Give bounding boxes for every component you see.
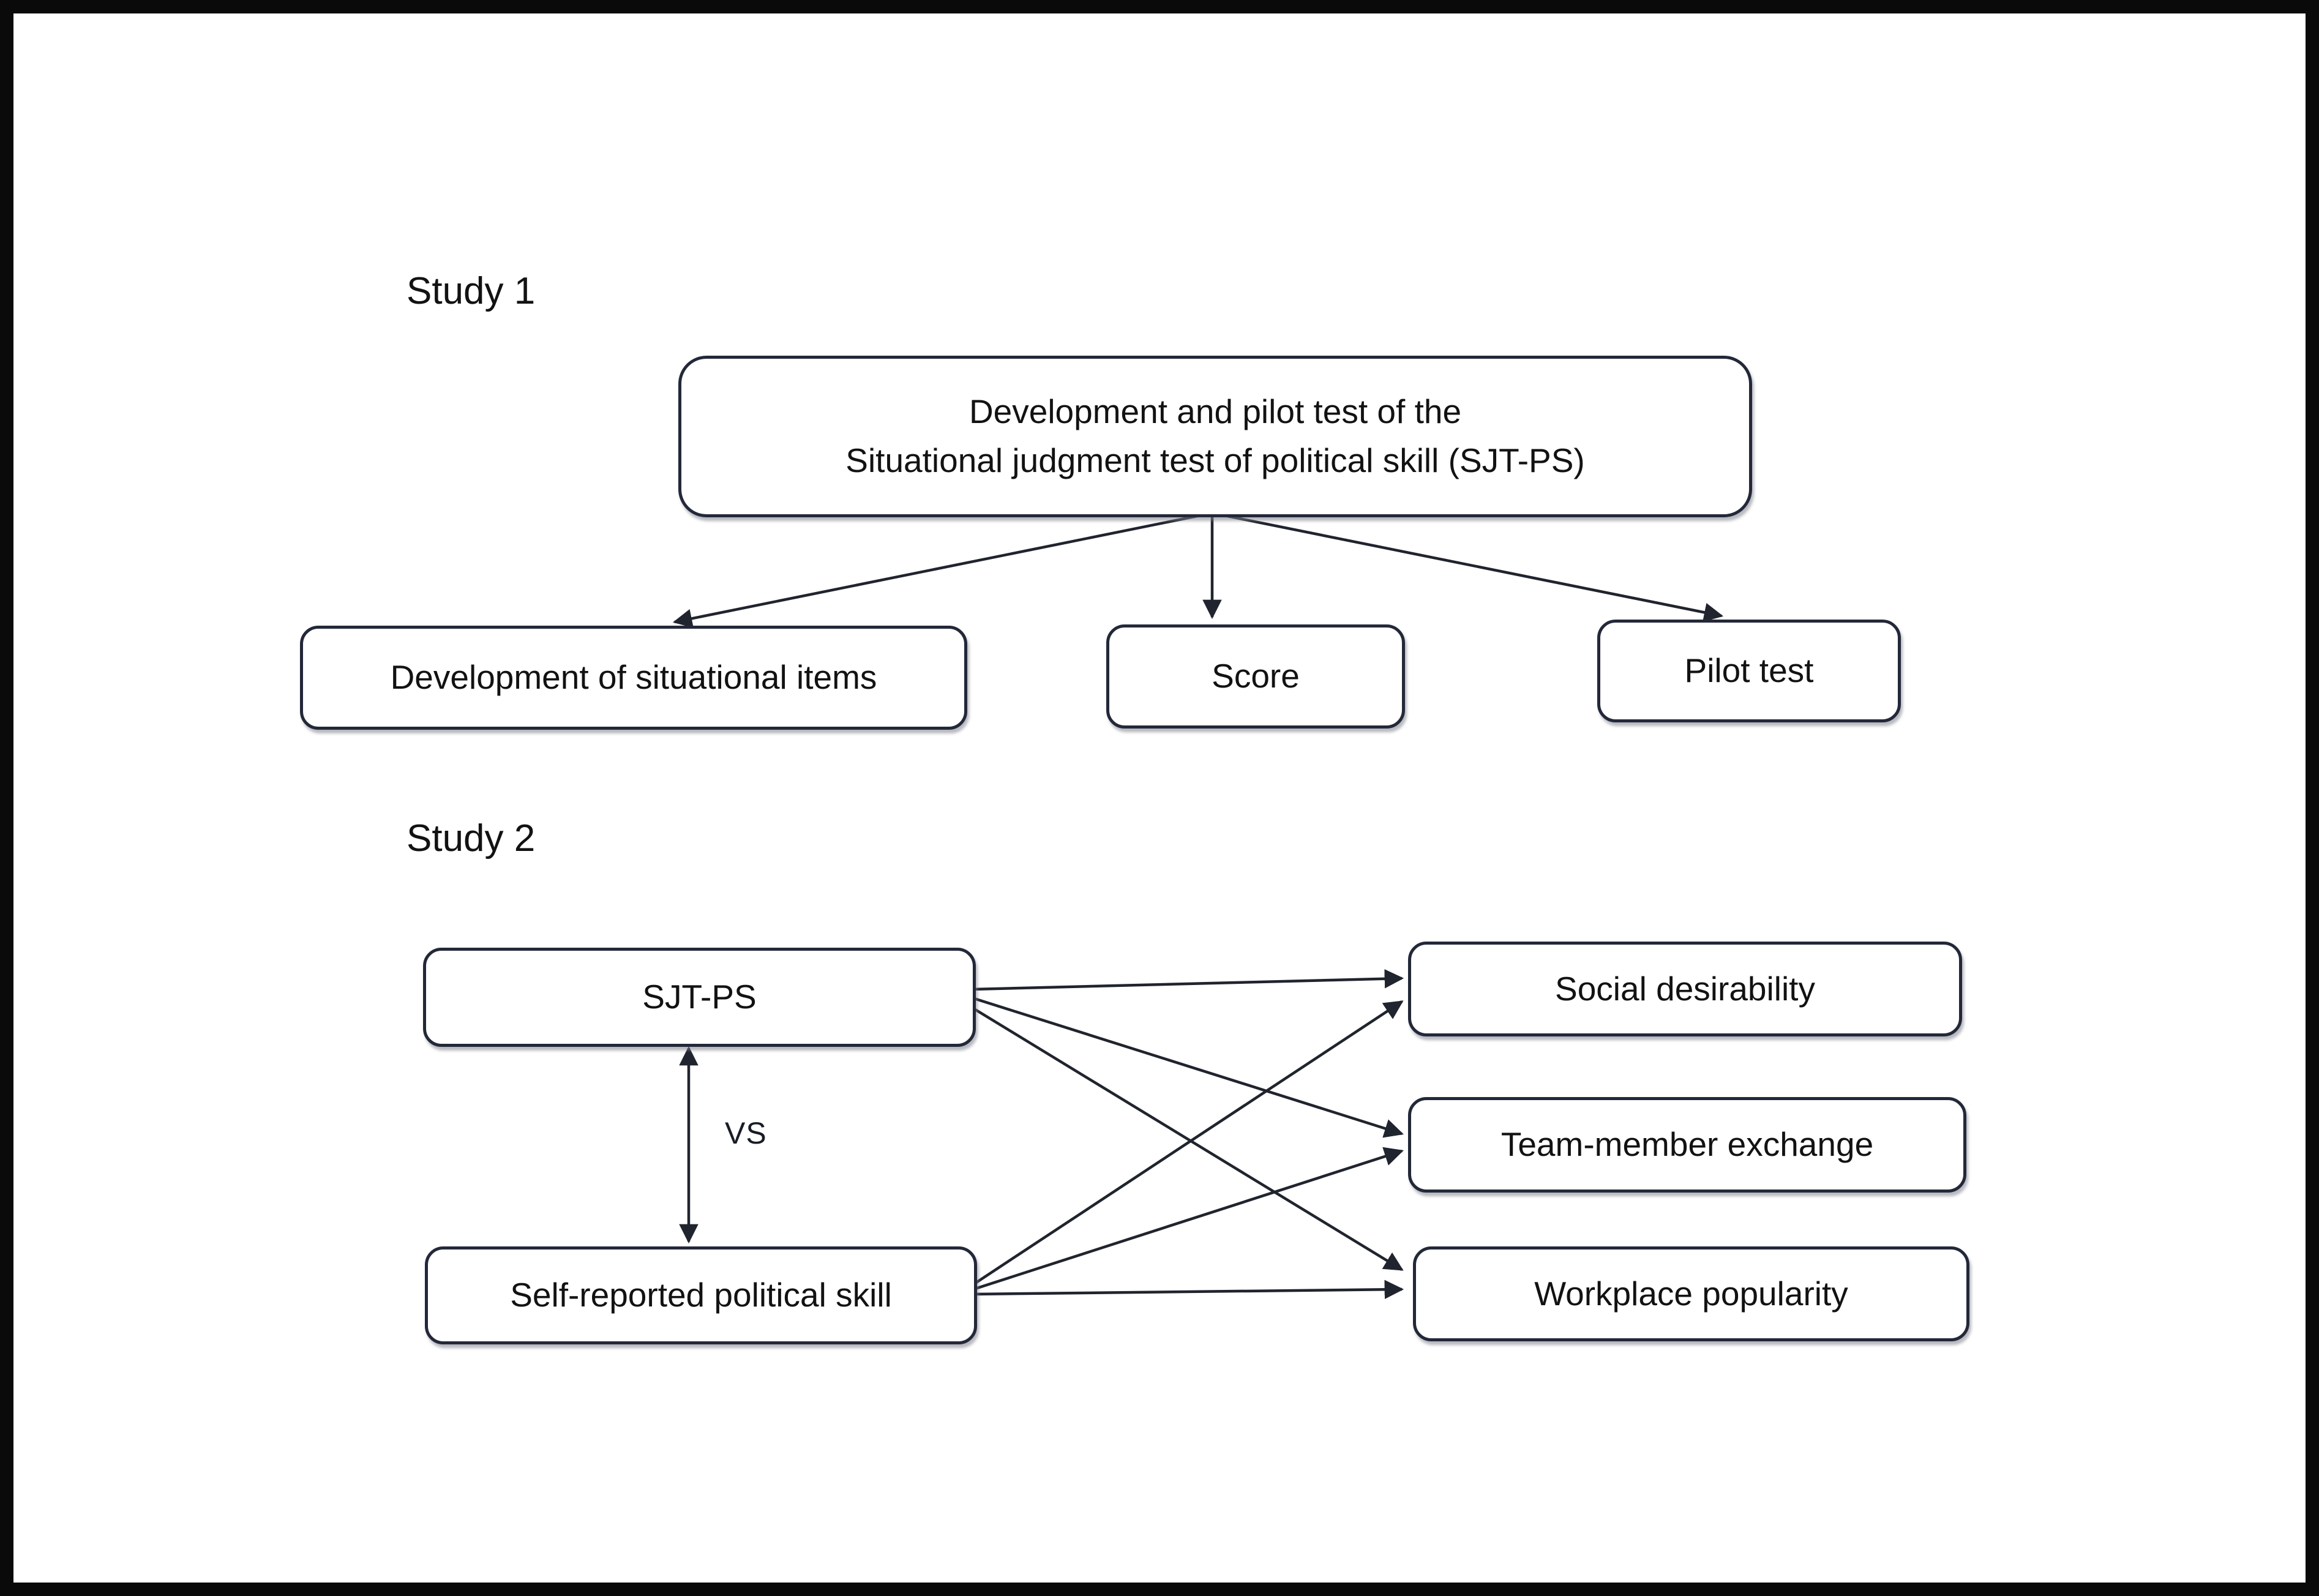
node-score: Score	[1106, 624, 1405, 729]
node-team-member-exchange: Team-member exchange	[1408, 1097, 1966, 1193]
node-development-situational-items-label: Development of situational items	[390, 658, 877, 697]
study2-label: Study 2	[406, 817, 536, 860]
vs-label: VS	[725, 1116, 767, 1150]
node-team-member-exchange-label: Team-member exchange	[1500, 1125, 1874, 1164]
arrow-main-to-pilot	[1212, 511, 1724, 622]
node-self-reported-political-skill: Self-reported political skill	[425, 1246, 977, 1344]
node-pilot-test-label: Pilot test	[1684, 651, 1814, 690]
arrow-main-to-items	[672, 511, 1213, 628]
arrow-selfreport-to-social	[972, 1000, 1404, 1286]
node-sjt-ps-label: SJT-PS	[642, 978, 757, 1016]
node-score-label: Score	[1212, 657, 1300, 695]
node-self-reported-political-skill-label: Self-reported political skill	[510, 1276, 892, 1314]
study1-label: Study 1	[406, 270, 536, 312]
node-development-pilot-test: Development and pilot test of the Situat…	[678, 356, 1752, 517]
arrow-selfreport-to-workplace	[973, 1279, 1404, 1300]
node-development-pilot-test-label: Development and pilot test of the Situat…	[845, 392, 1585, 479]
node-sjt-ps: SJT-PS	[423, 948, 976, 1047]
arrow-sjtps-to-tme	[972, 996, 1404, 1138]
arrow-sjtps-to-social	[972, 968, 1404, 991]
arrow-sjtps-to-workplace	[971, 1006, 1404, 1271]
node-workplace-popularity: Workplace popularity	[1413, 1246, 1969, 1341]
node-social-desirability: Social desirability	[1408, 942, 1962, 1036]
node-pilot-test: Pilot test	[1597, 620, 1901, 722]
node-development-situational-items: Development of situational items	[300, 626, 967, 730]
arrow-selfreport-to-tme	[973, 1147, 1404, 1291]
node-social-desirability-label: Social desirability	[1555, 969, 1815, 1008]
node-workplace-popularity-label: Workplace popularity	[1534, 1274, 1848, 1313]
